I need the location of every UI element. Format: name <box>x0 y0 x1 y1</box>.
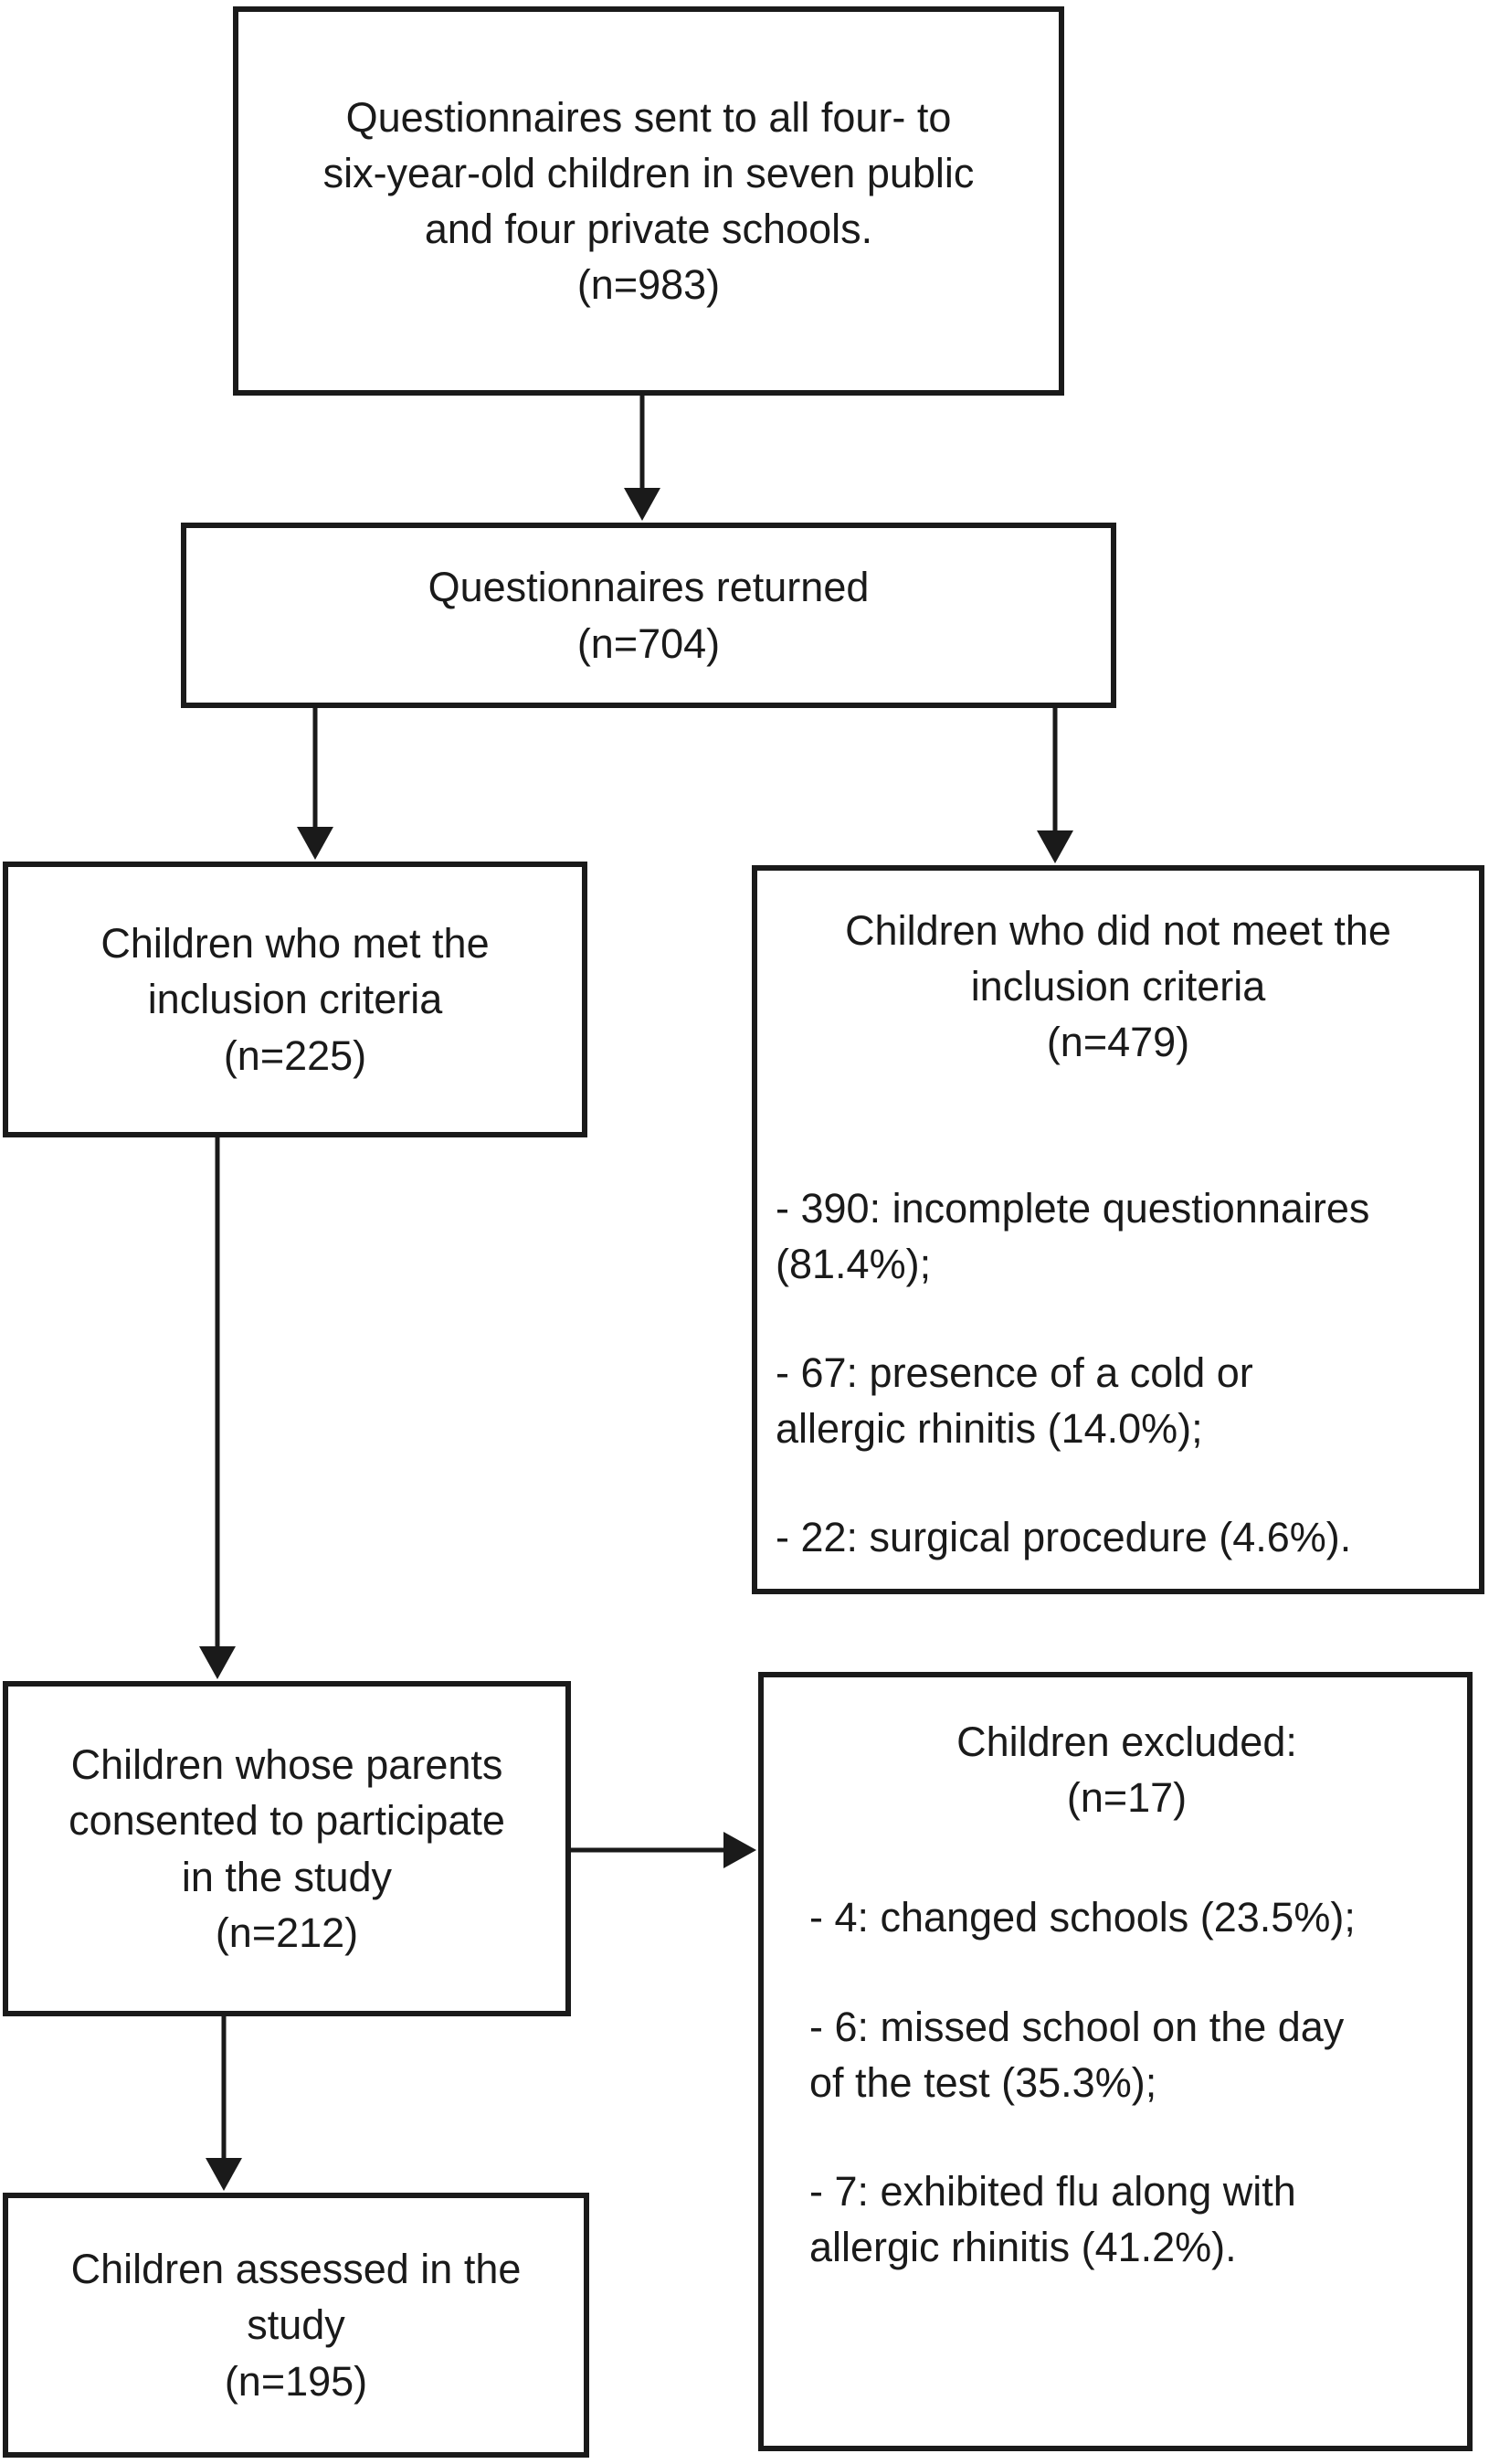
box-parents-consented: Children whose parents consented to part… <box>3 1681 571 2016</box>
box-questionnaires-sent-text: Questionnaires sent to all four- to six-… <box>322 93 975 309</box>
reason-incomplete-questionnaires: - 390: incomplete questionnaires (81.4%)… <box>776 1184 1370 1287</box>
box-not-met-heading: Children who did not meet the inclusion … <box>845 907 1391 1066</box>
box-met-inclusion-criteria: Children who met the inclusion criteria … <box>3 862 587 1137</box>
arrow-consented-to-excluded <box>571 1832 756 1868</box>
box-children-excluded: Children excluded: (n=17) - 4: changed s… <box>758 1672 1473 2451</box>
arrow-returned-to-notmet <box>1037 708 1073 863</box>
arrow-sent-to-returned <box>624 396 660 521</box>
box-questionnaires-returned: Questionnaires returned (n=704) <box>181 523 1116 708</box>
box-questionnaires-sent: Questionnaires sent to all four- to six-… <box>233 6 1064 396</box>
reason-surgical-procedure: - 22: surgical procedure (4.6%). <box>776 1514 1352 1561</box>
box-parents-consented-text: Children whose parents consented to part… <box>69 1741 505 1956</box>
reason-flu-with-rhinitis: - 7: exhibited flu along with allergic r… <box>809 2167 1296 2271</box>
box-children-excluded-reasons: - 4: changed schools (23.5%); - 6: misse… <box>809 1889 1444 2275</box>
reason-missed-school: - 6: missed school on the day of the tes… <box>809 2003 1345 2106</box>
arrow-met-to-consented <box>199 1137 236 1679</box>
box-not-met-inclusion-criteria: Children who did not meet the inclusion … <box>752 865 1484 1594</box>
arrow-consented-to-assessed <box>206 2016 242 2191</box>
box-met-inclusion-criteria-text: Children who met the inclusion criteria … <box>100 920 490 1079</box>
arrow-returned-to-met <box>297 708 333 860</box>
box-children-assessed-text: Children assessed in the study (n=195) <box>70 2246 522 2405</box>
box-not-met-reasons: - 390: incomplete questionnaires (81.4%)… <box>776 1180 1461 1566</box>
box-children-assessed: Children assessed in the study (n=195) <box>3 2193 589 2458</box>
box-children-excluded-heading: Children excluded: (n=17) <box>956 1718 1297 1822</box>
reason-changed-schools: - 4: changed schools (23.5%); <box>809 1894 1356 1941</box>
reason-cold-or-rhinitis: - 67: presence of a cold or allergic rhi… <box>776 1348 1253 1453</box>
box-questionnaires-returned-text: Questionnaires returned (n=704) <box>428 564 870 667</box>
